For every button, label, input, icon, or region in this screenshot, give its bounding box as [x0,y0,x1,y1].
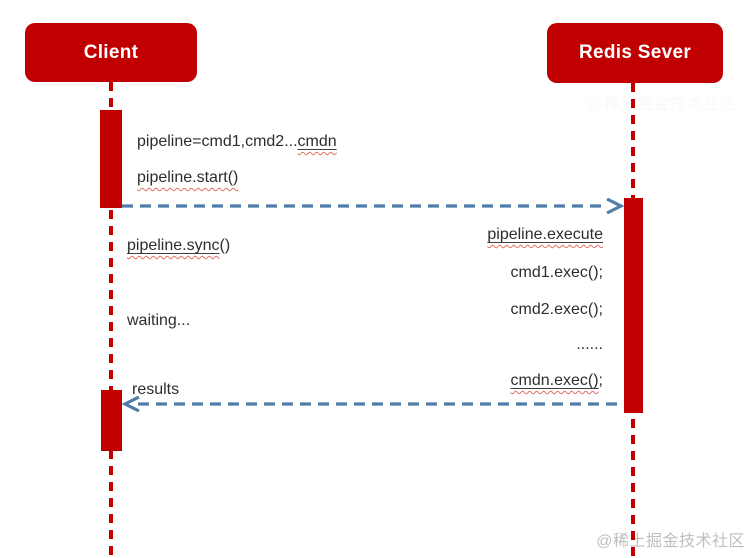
response-arrow [122,396,624,412]
message-ellipsis: ...... [576,334,603,355]
message-text: pipeline=cmd1,cmd2... [137,133,298,150]
client-activation-bar-2 [101,390,122,451]
juejin-watermark: @稀土掘金技术社区 [596,533,745,550]
message-cmd1-exec: cmd1.exec(); [511,262,603,283]
message-pipeline-start: pipeline.start() [137,167,238,188]
client-lifeline [109,82,113,558]
faint-watermark: @稀土掘金技术社区 [587,96,736,113]
message-cmd2-exec: cmd2.exec(); [511,299,603,320]
message-text: pipeline.execute [487,226,603,243]
message-text-plain: () [219,237,231,254]
message-pipeline-sync: pipeline.sync() [127,235,230,256]
message-text: ...... [576,336,603,353]
message-cmdn-exec: cmdn.exec(); [511,370,603,391]
message-text: waiting... [127,312,191,329]
message-pipeline-definition: pipeline=cmd1,cmd2...cmdn [137,131,337,152]
request-arrow [122,198,624,214]
actor-client-box: Client [25,23,197,82]
message-text: pipeline.start() [137,169,239,186]
message-text: pipeline.sync [127,237,220,254]
message-waiting: waiting... [127,310,190,331]
message-text: cmd2.exec(); [510,301,603,318]
actor-redis-server-box: Redis Sever [547,23,723,83]
misspelled-text: cmdn [297,133,337,150]
message-text: cmd1.exec(); [510,264,603,281]
message-text-plain: ; [598,372,603,389]
redis-activation-bar [624,198,643,413]
message-text: results [132,381,180,398]
actor-client-label: Client [83,41,139,63]
actor-redis-server-label: Redis Sever [578,42,692,63]
client-activation-bar-1 [100,110,122,208]
message-pipeline-execute: pipeline.execute [487,224,603,245]
message-text: cmdn.exec() [510,372,599,389]
message-results: results [132,379,179,400]
